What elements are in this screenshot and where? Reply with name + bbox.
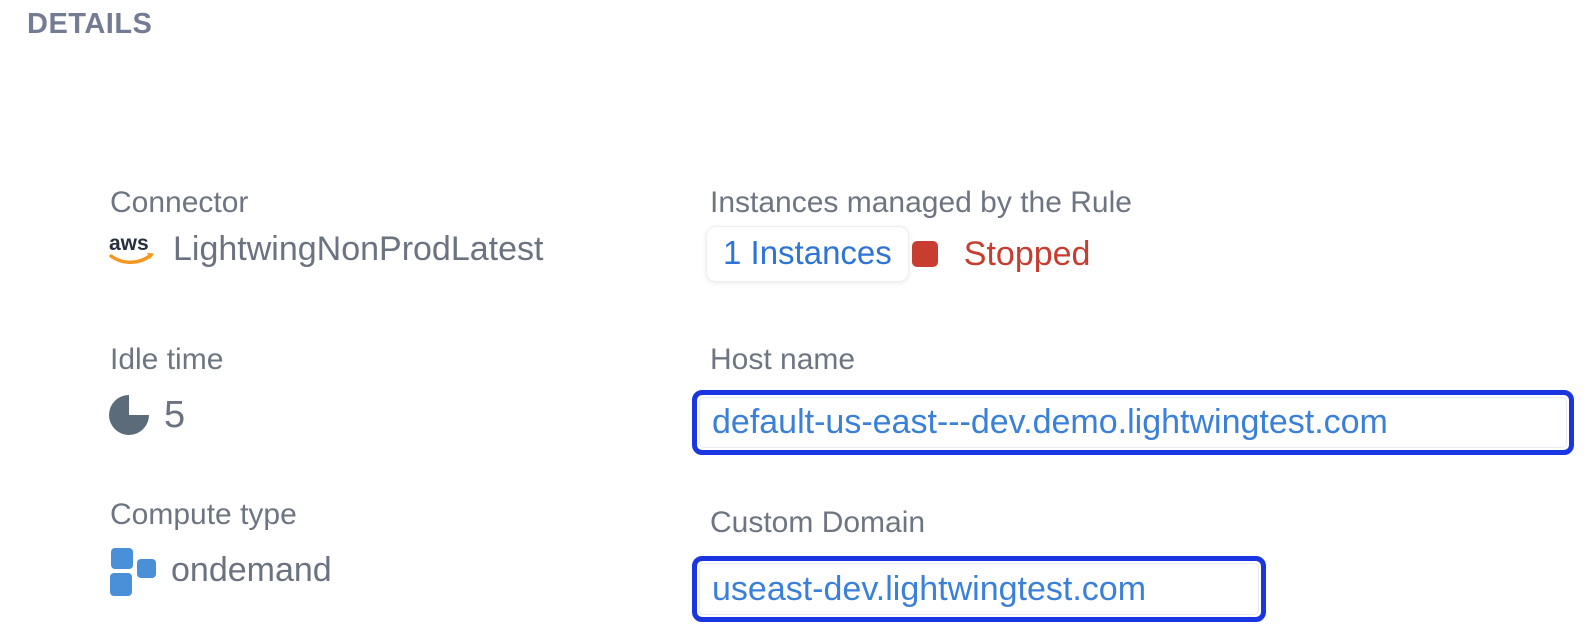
instances-value-row: 1 Instances Stopped bbox=[706, 226, 1090, 282]
aws-icon: aws bbox=[106, 231, 160, 269]
compute-blocks-icon bbox=[108, 544, 158, 596]
aws-logo-text: aws bbox=[109, 232, 149, 255]
host-name-label: Host name bbox=[710, 343, 856, 376]
pie-chart-icon bbox=[106, 392, 152, 438]
compute-type-value: ondemand bbox=[171, 550, 332, 589]
idle-time-label: Idle time bbox=[110, 343, 224, 376]
custom-domain-label: Custom Domain bbox=[710, 506, 926, 539]
host-name-value[interactable]: default-us-east---dev.demo.lightwingtest… bbox=[699, 397, 1567, 448]
status-text: Stopped bbox=[963, 234, 1091, 273]
idle-time-value: 5 bbox=[164, 393, 186, 436]
instances-count-chip[interactable]: 1 Instances bbox=[706, 226, 909, 282]
idle-time-value-row: 5 bbox=[106, 392, 185, 438]
custom-domain-value[interactable]: useast-dev.lightwingtest.com bbox=[699, 563, 1259, 615]
connector-label: Connector bbox=[110, 186, 249, 219]
stopped-square-icon bbox=[911, 241, 938, 267]
connector-value-row: aws LightwingNonProdLatest bbox=[106, 230, 543, 269]
custom-domain-box[interactable]: useast-dev.lightwingtest.com bbox=[692, 556, 1266, 622]
panel-title: DETAILS bbox=[27, 8, 153, 40]
compute-type-value-row: ondemand bbox=[108, 544, 332, 596]
compute-type-label: Compute type bbox=[110, 498, 297, 531]
host-name-box[interactable]: default-us-east---dev.demo.lightwingtest… bbox=[692, 390, 1574, 455]
connector-value: LightwingNonProdLatest bbox=[173, 230, 544, 268]
instances-label: Instances managed by the Rule bbox=[710, 186, 1132, 219]
